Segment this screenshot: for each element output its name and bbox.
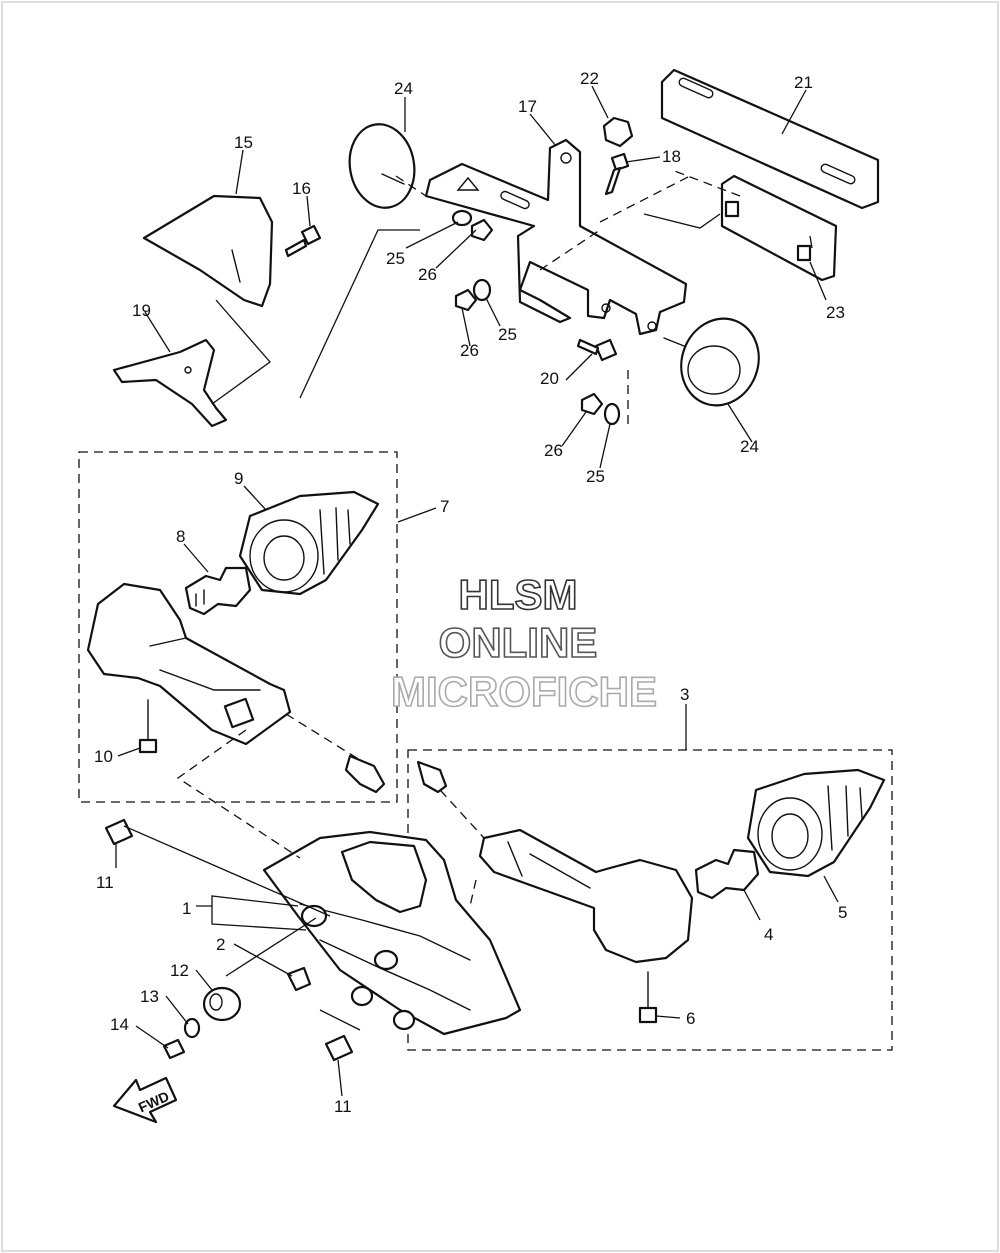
callout-20[interactable]: 20 — [540, 369, 559, 388]
watermark-line-1: HLSM — [459, 571, 578, 618]
watermark-line-2: ONLINE — [439, 619, 598, 666]
part-bulb-2[interactable] — [286, 966, 312, 992]
part-lens-5[interactable] — [746, 768, 886, 878]
callout-14[interactable]: 14 — [110, 1015, 129, 1034]
part-nut-26c[interactable] — [580, 392, 604, 416]
callout-23[interactable]: 23 — [826, 303, 845, 322]
part-bulb-socket-d[interactable] — [392, 1009, 416, 1031]
part-tail-light-housing[interactable] — [262, 830, 522, 1036]
part-washer-25c[interactable] — [603, 402, 621, 426]
part-bolt-14[interactable] — [162, 1038, 186, 1060]
part-housing-3[interactable] — [478, 828, 694, 964]
forward-arrow-icon: FWD — [112, 1076, 178, 1124]
part-screw-11a[interactable] — [104, 818, 134, 846]
callout-22[interactable]: 22 — [580, 69, 599, 88]
callout-26c[interactable]: 26 — [544, 441, 563, 460]
callout-6[interactable]: 6 — [686, 1009, 695, 1028]
part-nut-26b[interactable] — [454, 288, 478, 312]
part-bulb-4[interactable] — [694, 848, 760, 900]
part-lens-9[interactable] — [238, 490, 380, 596]
part-screw-11b[interactable] — [324, 1034, 354, 1062]
part-nut-26a[interactable] — [470, 218, 494, 242]
callout-5[interactable]: 5 — [838, 903, 847, 922]
part-screw-6[interactable] — [638, 971, 658, 1024]
callout-4[interactable]: 4 — [764, 925, 773, 944]
part-bolt-20[interactable] — [576, 338, 618, 362]
part-nut-22[interactable] — [602, 116, 634, 148]
part-cable-connector-right[interactable] — [416, 760, 448, 794]
part-grommet-12[interactable] — [202, 986, 242, 1022]
watermark-line-3: MICROFICHE — [391, 668, 657, 715]
part-bulb-socket-c[interactable] — [350, 985, 374, 1007]
callout-24b[interactable]: 24 — [740, 437, 759, 456]
callout-26a[interactable]: 26 — [418, 265, 437, 284]
callout-26b[interactable]: 26 — [460, 341, 479, 360]
part-housing-7[interactable] — [86, 582, 292, 746]
part-reflector-upper[interactable] — [343, 119, 421, 213]
callout-25a[interactable]: 25 — [386, 249, 405, 268]
callout-25c[interactable]: 25 — [586, 467, 605, 486]
callout-24a[interactable]: 24 — [394, 79, 413, 98]
callout-21[interactable]: 21 — [794, 73, 813, 92]
callout-11a[interactable]: 11 — [96, 873, 114, 892]
callout-25b[interactable]: 25 — [498, 325, 517, 344]
callout-3[interactable]: 3 — [680, 685, 689, 704]
part-reflector-plate[interactable] — [720, 174, 838, 282]
callout-9[interactable]: 9 — [234, 469, 243, 488]
callout-19[interactable]: 19 — [132, 301, 151, 320]
part-screw-10[interactable] — [138, 699, 158, 754]
part-washer-13[interactable] — [183, 1017, 201, 1039]
part-bulb-socket-b[interactable] — [373, 949, 399, 971]
callout-8[interactable]: 8 — [176, 527, 185, 546]
part-bolt-18[interactable] — [604, 152, 630, 196]
callout-13[interactable]: 13 — [140, 987, 159, 1006]
callout-15[interactable]: 15 — [234, 133, 253, 152]
callout-17[interactable]: 17 — [518, 97, 537, 116]
assembly-box-7 — [78, 451, 398, 803]
callout-7[interactable]: 7 — [440, 497, 449, 516]
part-stay-19[interactable] — [112, 338, 228, 428]
callout-16[interactable]: 16 — [292, 179, 311, 198]
part-license-strip[interactable] — [660, 68, 880, 210]
part-reflector-lower[interactable] — [663, 308, 771, 417]
part-cable-connector-left[interactable] — [344, 754, 386, 794]
part-bulb-8[interactable] — [184, 566, 252, 616]
callout-2[interactable]: 2 — [216, 935, 225, 954]
part-main-bracket[interactable] — [424, 138, 688, 336]
part-screw-16[interactable] — [284, 224, 322, 258]
callout-1[interactable]: 1 — [182, 899, 191, 918]
part-washer-25a[interactable] — [451, 209, 473, 227]
part-washer-25b[interactable] — [472, 278, 492, 302]
callout-18[interactable]: 18 — [662, 147, 681, 166]
callout-11b[interactable]: 11 — [334, 1097, 352, 1116]
callout-12[interactable]: 12 — [170, 961, 189, 980]
callout-10[interactable]: 10 — [94, 747, 113, 766]
part-fender-cover[interactable] — [142, 194, 274, 308]
